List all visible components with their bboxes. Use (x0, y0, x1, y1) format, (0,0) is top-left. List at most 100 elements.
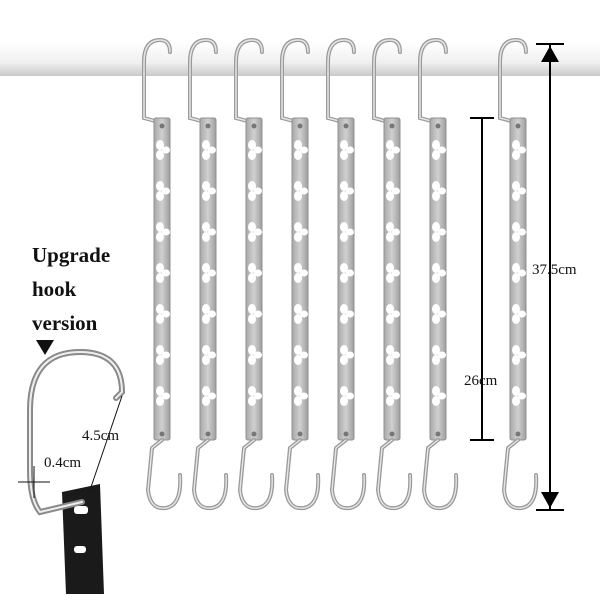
slot-cutout (432, 150, 440, 160)
rivet-top (435, 123, 441, 129)
slot-cutout (202, 181, 210, 191)
bottom-hook (501, 438, 539, 511)
rivet-top (159, 123, 165, 129)
slot-cutout (294, 396, 302, 406)
slot-cutout (300, 146, 308, 154)
slot-cutout (518, 310, 526, 318)
slot-cutout (254, 310, 262, 318)
slot-cutout (392, 187, 400, 195)
slot-cutout (254, 228, 262, 236)
slot-cutout (162, 228, 170, 236)
slot-cutout (340, 273, 348, 283)
rivet-top (343, 123, 349, 129)
slot-cutout (294, 314, 302, 324)
slot-cutout (346, 228, 354, 236)
slot-cutout (202, 355, 210, 365)
slot-cutout (294, 191, 302, 201)
bottom-hook-shine (503, 439, 537, 509)
slot-cutout (432, 232, 440, 242)
bottom-hook-shine (377, 439, 411, 509)
slot-cutout (294, 304, 302, 314)
slot-cutout (518, 392, 526, 400)
hanger-3 (234, 37, 275, 511)
bracket-slot (74, 506, 88, 514)
slot-cutout (438, 228, 446, 236)
slot-cutout (346, 310, 354, 318)
bottom-hook-shine (239, 439, 273, 509)
slot-cutout (346, 351, 354, 359)
slot-cutout (156, 314, 164, 324)
slot-cutout (156, 273, 164, 283)
slot-cutout (208, 351, 216, 359)
slot-cutout (294, 140, 302, 150)
slot-cutout (340, 263, 348, 273)
slot-cutout (294, 222, 302, 232)
rivet-bottom (435, 431, 441, 437)
hanger-6 (372, 37, 413, 511)
slot-cutout (386, 150, 394, 160)
slot-cutout (208, 228, 216, 236)
slot-cutout (156, 150, 164, 160)
rivet-bottom (159, 431, 165, 437)
slot-cutout (248, 273, 256, 283)
slot-cutout (294, 345, 302, 355)
slot-cutout (386, 304, 394, 314)
slot-cutout (512, 273, 520, 283)
slot-cutout (340, 191, 348, 201)
slot-cutout (340, 355, 348, 365)
slot-cutout (512, 222, 520, 232)
slot-cutout (432, 191, 440, 201)
top-hook-shine (189, 39, 217, 123)
slot-cutout (156, 191, 164, 201)
slot-cutout (254, 146, 262, 154)
slot-cutout (202, 345, 210, 355)
arrow-down-icon (541, 492, 559, 508)
hanger-4 (280, 37, 321, 511)
slot-cutout (518, 187, 526, 195)
slot-cutout (254, 392, 262, 400)
slot-cutout (162, 351, 170, 359)
slot-cutout (438, 146, 446, 154)
top-hook-shine (419, 39, 447, 123)
slot-cutout (202, 314, 210, 324)
slot-cutout (392, 310, 400, 318)
slot-cutout (386, 273, 394, 283)
slot-cutout (202, 396, 210, 406)
black-bracket (62, 484, 104, 594)
upgrade-title-line1: Upgrade (32, 243, 111, 267)
slot-cutout (202, 386, 210, 396)
slot-cutout (518, 351, 526, 359)
slot-cutout (518, 146, 526, 154)
slot-cutout (162, 187, 170, 195)
slot-cutout (432, 355, 440, 365)
rivet-bottom (297, 431, 303, 437)
rivet-bottom (343, 431, 349, 437)
slot-cutout (512, 140, 520, 150)
bottom-hook (329, 438, 367, 511)
top-hook-shine (373, 39, 401, 123)
slot-cutout (300, 392, 308, 400)
slot-cutout (294, 181, 302, 191)
slot-cutout (346, 146, 354, 154)
slot-cutout (294, 386, 302, 396)
slot-cutout (248, 355, 256, 365)
slot-cutout (300, 187, 308, 195)
rivet-top (297, 123, 303, 129)
slot-cutout (208, 146, 216, 154)
slot-cutout (346, 269, 354, 277)
slot-cutout (392, 351, 400, 359)
slot-cutout (254, 269, 262, 277)
slot-cutout (202, 304, 210, 314)
slot-cutout (156, 140, 164, 150)
slot-cutout (294, 273, 302, 283)
upgrade-title-line3: version (32, 311, 98, 335)
slot-cutout (518, 269, 526, 277)
hanger-8 (498, 37, 539, 511)
slot-cutout (202, 222, 210, 232)
hook-opening-dimension: 4.5cm (82, 428, 120, 444)
bottom-hook-shine (423, 439, 457, 509)
slot-cutout (202, 273, 210, 283)
slot-cutout (438, 187, 446, 195)
slot-cutout (386, 396, 394, 406)
slot-cutout (512, 396, 520, 406)
